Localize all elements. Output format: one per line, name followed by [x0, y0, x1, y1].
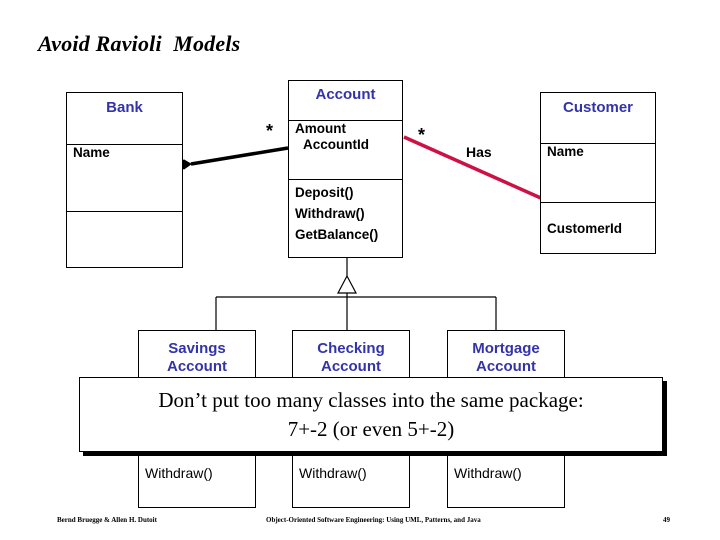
bank-operations-compartment: [67, 212, 182, 267]
multiplicity-account-customer: *: [418, 125, 426, 145]
checking-operation-withdraw: Withdraw(): [299, 465, 367, 481]
page-title: Avoid Ravioli Models: [38, 31, 241, 56]
account-operation-withdraw: Withdraw(): [295, 206, 365, 221]
checking-operations-compartment: Withdraw(): [293, 451, 409, 507]
savings-operations-compartment: Withdraw(): [139, 451, 255, 507]
account-operation-getbalance: GetBalance(): [295, 227, 379, 242]
customer-operations-compartment: CustomerId: [541, 203, 655, 253]
footer-page-number: 49: [663, 516, 670, 524]
account-name-compartment: Account: [289, 81, 402, 121]
uml-class-account[interactable]: Account Amount AccountId Deposit() Withd…: [288, 80, 403, 258]
bank-attribute-name: Name: [73, 145, 110, 160]
uml-class-bank[interactable]: Bank Name: [66, 92, 183, 268]
footer-authors: Bernd Bruegge & Allen H. Dutoit: [57, 516, 157, 524]
customer-attribute-customerid: CustomerId: [547, 221, 623, 236]
multiplicity-bank-account: *: [266, 121, 274, 141]
account-class-name: Account: [315, 86, 376, 103]
account-attribute-accountid: AccountId: [303, 137, 369, 152]
savings-class-name: Savings Account: [167, 340, 227, 375]
uml-class-customer[interactable]: Customer Name CustomerId: [540, 92, 656, 254]
callout-line-1: Don’t put too many classes into the same…: [158, 388, 584, 412]
account-operation-deposit: Deposit(): [295, 185, 354, 200]
mortgage-operation-withdraw: Withdraw(): [454, 465, 522, 481]
bank-name-compartment: Bank: [67, 93, 182, 145]
customer-class-name: Customer: [562, 99, 633, 116]
account-operations-compartment: Deposit() Withdraw() GetBalance(): [289, 180, 402, 257]
mortgage-operations-compartment: Withdraw(): [448, 451, 564, 507]
account-attribute-amount: Amount: [295, 121, 346, 136]
bank-class-name: Bank: [106, 99, 143, 116]
savings-operation-withdraw: Withdraw(): [145, 465, 213, 481]
callout-line-2: 7+-2 (or even 5+-2): [287, 417, 455, 441]
generalization-account-subclasses: [215, 258, 497, 330]
account-attributes-compartment: Amount AccountId: [289, 121, 402, 180]
customer-attributes-compartment: Name: [541, 144, 655, 203]
customer-name-compartment: Customer: [541, 93, 655, 144]
mortgage-class-name: Mortgage Account: [472, 340, 540, 375]
checking-class-name: Checking Account: [317, 340, 385, 375]
callout-box: Don’t put too many classes into the same…: [79, 377, 663, 452]
customer-attribute-name: Name: [547, 144, 584, 159]
footer-book-title: Object-Oriented Software Engineering: Us…: [266, 516, 481, 524]
association-bank-account: [176, 146, 289, 170]
association-label-has: Has: [466, 144, 492, 160]
bank-attributes-compartment: Name: [67, 145, 182, 212]
